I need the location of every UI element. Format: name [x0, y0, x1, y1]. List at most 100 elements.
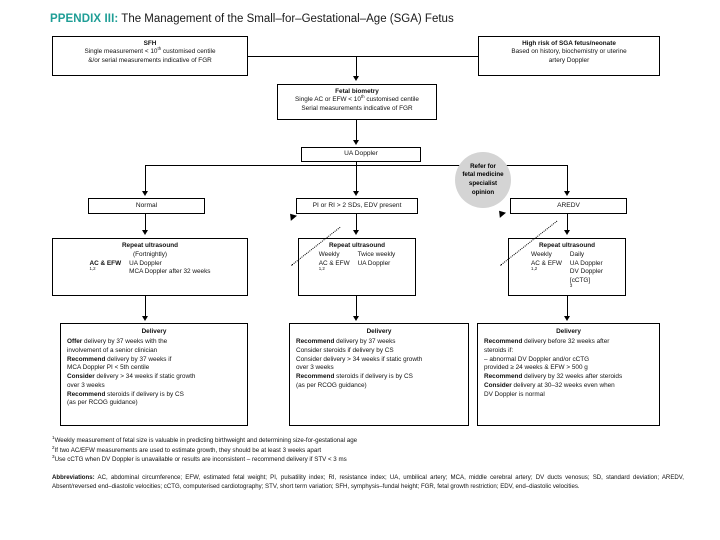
arrow-to-pi-ri	[352, 191, 359, 196]
ru2-col1-item-0: Weekly	[318, 251, 340, 259]
box-delivery-piri: Delivery Recommend delivery by 37 weeks …	[289, 323, 469, 426]
footnote-2: 2If two AC/EFW measurements are used to …	[52, 444, 322, 454]
delivery3-title: Delivery	[556, 328, 581, 335]
arrow-to-biometry	[352, 76, 359, 81]
arrow-to-normal	[141, 191, 148, 196]
delivery2-item-4: steroids if delivery is by CS	[334, 373, 413, 381]
box-delivery-aredv: Delivery Recommend delivery before 32 we…	[477, 323, 660, 426]
connector-branch-left	[145, 165, 146, 193]
box-ua-doppler: UA Doppler	[301, 147, 421, 162]
delivery1-item-0-bold: Offer	[67, 337, 83, 345]
ru3-col2-item-0: Daily	[569, 251, 585, 259]
delivery3-item-4: delivery by 32 weeks after steroids	[522, 373, 623, 381]
box-high-risk-title: High risk of SGA fetus/neonate	[522, 40, 616, 47]
box-fetal-biometry: Fetal biometry Single AC or EFW < 10th c…	[277, 84, 437, 120]
ru3-col2-item-3: [cCTG]3	[569, 276, 591, 288]
delivery1-item-3: MCA Doppler PI < 5th centile	[67, 364, 150, 372]
connector-ru2-down	[356, 296, 357, 318]
delivery3-item-1: steroids if:	[484, 346, 514, 354]
ru1-col2-item-0: UA Doppler	[129, 259, 162, 267]
connector-branch-mid	[356, 165, 357, 193]
footnote-3: 3Use cCTG when DV Doppler is unavailable…	[52, 454, 347, 464]
box-sfh: SFH Single measurement < 10th customised…	[52, 36, 248, 76]
delivery1-item-6-bold: Recommend	[67, 390, 106, 398]
arrow-ru2-to-delivery	[352, 316, 359, 321]
connector-biometry-to-ua	[356, 120, 357, 142]
box-outcome-normal: Normal	[88, 198, 205, 214]
delivery1-item-4: delivery > 34 weeks if static growth	[94, 373, 196, 381]
delivery3-item-5-bold: Consider	[484, 381, 512, 389]
box-high-risk: High risk of SGA fetus/neonate Based on …	[478, 36, 660, 76]
ru1-subtitle: (Fortnightly)	[132, 251, 168, 259]
ru1-col2-item-1: MCA Doppler after 32 weeks	[129, 268, 211, 276]
connector-top-horizontal	[248, 56, 479, 57]
outcome-aredv-label: AREDV	[557, 201, 580, 209]
abbreviations-label: Abbreviations:	[52, 474, 95, 481]
delivery2-list: Recommend delivery by 37 weeks Consider …	[296, 338, 462, 390]
connector-biometry-down	[356, 56, 357, 78]
delivery2-item-4-bold: Recommend	[296, 373, 335, 381]
abbreviations-text: AC, abdominal circumference; EFW, estima…	[52, 474, 684, 491]
box-sfh-line1: Single measurement < 10th customised cen…	[84, 46, 216, 56]
page-title: PPENDIX III: The Management of the Small…	[50, 10, 690, 28]
ru3-title: Repeat ultrasound	[538, 242, 596, 249]
box-repeat-ultrasound-normal: Repeat ultrasound (Fortnightly) AC & EFW…	[52, 238, 248, 296]
arrow-normal-to-ru	[141, 230, 148, 235]
box-ua-doppler-label: UA Doppler	[344, 150, 378, 158]
box-outcome-pi-ri: PI or RI > 2 SDs, EDV present	[296, 198, 418, 214]
ru3-col2-item-2: DV Doppler	[569, 268, 603, 276]
box-high-risk-line1: Based on history, biochemistry or uterin…	[511, 48, 627, 56]
delivery1-list: Offer delivery by 37 weeks with the invo…	[67, 338, 241, 408]
biometry-superscript: th	[360, 94, 365, 100]
box-high-risk-line2: artery Doppler	[548, 56, 590, 64]
appendix-label: PPENDIX III:	[50, 13, 119, 25]
arrow-to-aredv	[563, 191, 570, 196]
delivery2-item-3: over 3 weeks	[296, 364, 334, 372]
delivery3-list: Recommend delivery before 32 weeks after…	[484, 338, 653, 399]
delivery2-item-1: Consider steroids if delivery by CS	[296, 346, 394, 354]
delivery3-item-4-bold: Recommend	[484, 373, 523, 381]
ru1-title: Repeat ultrasound	[121, 242, 179, 249]
connector-aredv-down	[567, 214, 568, 232]
delivery3-item-0: delivery before 32 weeks after	[522, 337, 610, 345]
delivery3-item-3: provided ≥ 24 weeks & EFW > 500 g	[484, 364, 588, 372]
arrow-piri-to-ru	[352, 230, 359, 235]
connector-piri-down	[356, 214, 357, 232]
connector-ru3-down	[567, 296, 568, 318]
ru2-col2-item-1: UA Doppler	[357, 259, 391, 267]
box-delivery-normal: Delivery Offer delivery by 37 weeks with…	[60, 323, 248, 426]
dotted-arrowhead-2	[496, 208, 506, 218]
ru3-col2-item-1: UA Doppler	[569, 259, 603, 267]
box-sfh-title: SFH	[143, 40, 157, 47]
delivery1-item-2-bold: Recommend	[67, 355, 106, 363]
abbreviations: Abbreviations: AC, abdominal circumferen…	[52, 473, 684, 492]
connector-ua-bus-stem	[356, 162, 357, 166]
refer-line3: specialist	[468, 180, 498, 187]
delivery1-item-1: involvement of a senior clinician	[67, 346, 158, 354]
delivery2-title: Delivery	[366, 328, 392, 335]
delivery1-item-7: (as per RCOG guidance)	[67, 399, 138, 407]
connector-ru1-down	[145, 296, 146, 318]
delivery2-item-0-bold: Recommend	[296, 337, 335, 345]
connector-normal-down	[145, 214, 146, 232]
box-sfh-line2: &/or serial measurements indicative of F…	[88, 56, 212, 64]
footnote-1: 1Weekly measurement of fetal size is val…	[52, 434, 358, 444]
delivery3-item-6: DV Doppler is normal	[484, 390, 545, 398]
arrow-aredv-to-ru	[563, 230, 570, 235]
sfh-superscript: th	[157, 46, 162, 52]
arrow-ru3-to-delivery	[563, 316, 570, 321]
box-biometry-line1: Single AC or EFW < 10th customised centi…	[295, 94, 419, 104]
arrow-to-ua-doppler	[352, 140, 359, 145]
delivery1-item-2: delivery by 37 weeks if	[105, 355, 172, 363]
outcome-normal-label: Normal	[135, 201, 158, 209]
ru3-col1-item-0: Weekly	[531, 251, 552, 259]
refer-line4: opinion	[471, 188, 495, 196]
delivery1-item-0: delivery by 37 weeks with the	[82, 337, 168, 345]
box-outcome-aredv: AREDV	[510, 198, 627, 214]
footnotes: 1Weekly measurement of fetal size is val…	[52, 434, 692, 465]
ru2-title: Repeat ultrasound	[328, 242, 386, 249]
